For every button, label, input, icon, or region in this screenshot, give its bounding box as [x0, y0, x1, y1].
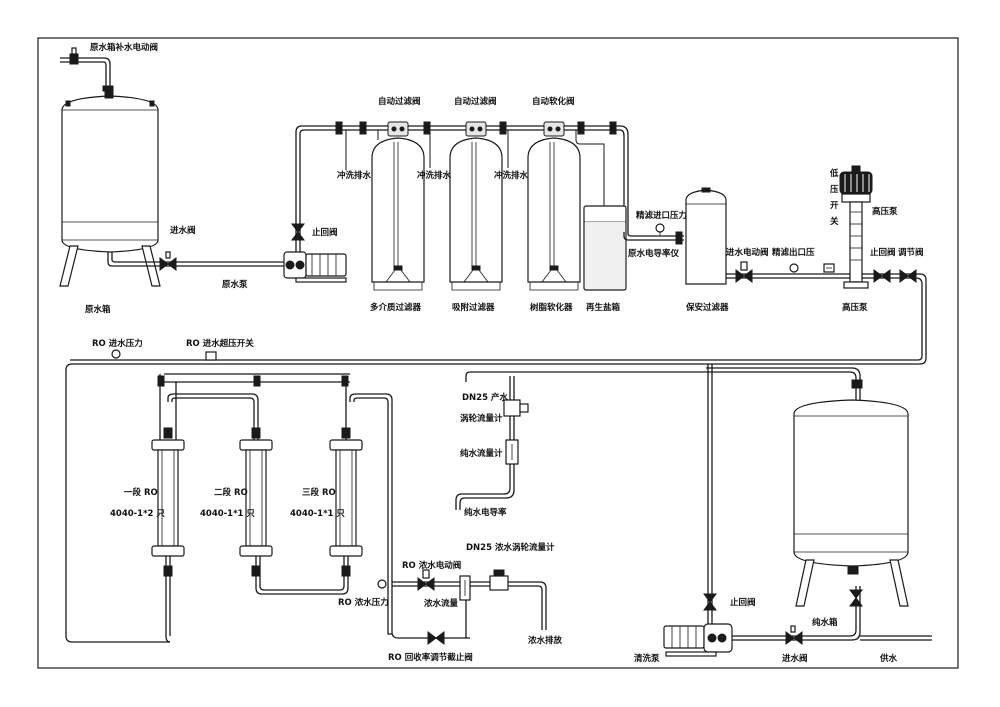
rinse-pump-icon: [663, 623, 733, 657]
adjust-valve-label: 调节阀: [898, 247, 924, 258]
stage3-label: 三段 RO: [302, 487, 336, 498]
auto-soft-valve-icon: [543, 121, 565, 137]
inlet-solenoid-label: 进水电动阀: [726, 247, 769, 258]
stage3-membrane-icon: [329, 427, 363, 577]
raw-tank-label: 原水箱: [85, 304, 111, 315]
dn25-product-label: DN25 产水: [462, 392, 508, 403]
hp-pump-bottom-label: 高压泵: [842, 302, 868, 313]
fine-filter-out-pressure-label: 精滤出口压: [772, 247, 815, 258]
inlet-valve-2-label: 进水阀: [782, 653, 808, 664]
raw-conductivity-label: 原水电导率仪: [628, 248, 680, 259]
auto-filter-valve-1-label: 自动过滤阀: [378, 96, 421, 107]
makeup-valve-icon: [69, 47, 79, 65]
stage1-label: 一段 RO: [124, 487, 158, 498]
conc-discharge-label: 浓水排放: [528, 635, 563, 646]
conc-flow-label: 浓水流量: [424, 598, 459, 609]
pure-water-tank: [793, 399, 909, 607]
adjust-valve-icon: [899, 269, 917, 283]
auto-filter-valve-2-label: 自动过滤阀: [454, 96, 497, 107]
makeup-valve-body-icon: [102, 85, 114, 92]
softener-vessel: [527, 137, 581, 291]
raw-water-tank: [59, 91, 161, 287]
ro-in-gauge-icon: [111, 349, 121, 359]
auto-filter-valve-2-icon: [465, 121, 487, 137]
brine-tank: [583, 205, 627, 291]
fine-filter-out-gauge-icon: [789, 263, 799, 273]
media-filter-label: 多介质过滤器: [370, 302, 422, 313]
fine-filter-in-pressure-label: 精滤进口压力: [636, 210, 687, 221]
dn25-conc-meter-icon: [489, 569, 509, 591]
raw-pump-label: 原水泵: [222, 279, 248, 290]
check-valve-1-label: 止回阀: [312, 227, 338, 238]
inlet-valve-2-icon: [785, 625, 803, 645]
carbon-filter-label: 吸附过滤器: [452, 302, 495, 313]
security-filter-label: 保安过滤器: [685, 302, 729, 313]
stage2-membrane-icon: [239, 427, 273, 577]
conc-flowmeter-icon: [459, 575, 471, 601]
conc-pressure-label: RO 浓水压力: [338, 597, 389, 608]
pure-flow-label: 纯水流量计: [460, 448, 503, 459]
inlet-solenoid-icon: [735, 261, 753, 283]
pure-tank-outlet-valve-icon: [849, 589, 863, 607]
ro-in-pressure-label: RO 进水压力: [92, 338, 143, 349]
fine-filter-in-gauge-icon: [655, 223, 665, 236]
pure-conductivity-label: 纯水电导率: [464, 507, 507, 518]
conc-solenoid-label: RO 浓水电动阀: [402, 560, 461, 571]
ro-high-pressure-switch-label: RO 进水超压开关: [186, 338, 254, 349]
check-valve-1-icon: [291, 223, 305, 241]
check-valve-3-icon: [703, 593, 717, 611]
check-valve-3-label: 止回阀: [730, 597, 756, 608]
recovery-valve-label: RO 回收率调节截止阀: [388, 652, 473, 663]
low-pressure-switch-label: 低压开关: [829, 168, 839, 227]
low-pressure-switch-icon: [823, 263, 835, 273]
hp-pump-top-label: 高压泵: [872, 206, 898, 217]
check-valve-2-label: 止回阀: [870, 247, 896, 258]
carbon-filter-vessel: [449, 137, 503, 291]
backwash-1-label: 冲洗排水: [337, 170, 372, 181]
makeup-valve-label: 原水箱补水电动阀: [90, 42, 158, 53]
stage2-label: 二段 RO: [214, 487, 248, 498]
backwash-3-label: 冲洗排水: [494, 170, 529, 181]
stage3-spec-label: 4040-1*1 只: [290, 509, 345, 519]
security-filter-vessel: [685, 187, 727, 285]
conc-pressure-gauge-icon: [377, 579, 387, 589]
ro-high-pressure-switch-icon: [205, 351, 217, 361]
turbine-flow-1-label: 涡轮流量计: [460, 413, 503, 424]
recovery-valve-icon: [427, 631, 445, 645]
brine-tank-label: 再生盐箱: [586, 302, 621, 313]
drawing-frame: [37, 37, 959, 669]
backwash-2-label: 冲洗排水: [417, 170, 452, 181]
tank-inlet-fitting-icon: [851, 379, 863, 389]
rinse-pump-label: 清洗泵: [634, 653, 660, 664]
fitting-icon: [675, 231, 683, 245]
supply-label: 供水: [879, 653, 898, 664]
auto-filter-valve-1-icon: [387, 121, 409, 137]
auto-soft-valve-label: 自动软化阀: [532, 96, 575, 107]
pure-tank-label: 纯水箱: [812, 617, 838, 628]
dn25-conc-label: DN25 浓水涡轮流量计: [466, 542, 555, 553]
inlet-valve-1-icon: [159, 251, 177, 271]
raw-pump-icon: [283, 251, 347, 283]
pure-flowmeter-icon: [505, 439, 519, 465]
dn25-product-meter-icon: [503, 399, 529, 417]
softener-label: 树脂软化器: [530, 302, 573, 313]
check-valve-2-icon: [873, 269, 891, 283]
inlet-valve-1-label: 进水阀: [170, 225, 196, 236]
stage1-membrane-icon: [151, 427, 185, 577]
media-filter-vessel: [371, 137, 425, 291]
stage2-spec-label: 4040-1*1 只: [200, 509, 255, 519]
stage1-spec-label: 4040-1*2 只: [110, 509, 165, 519]
conc-solenoid-icon: [417, 569, 435, 591]
hp-pump-icon: [839, 165, 873, 289]
